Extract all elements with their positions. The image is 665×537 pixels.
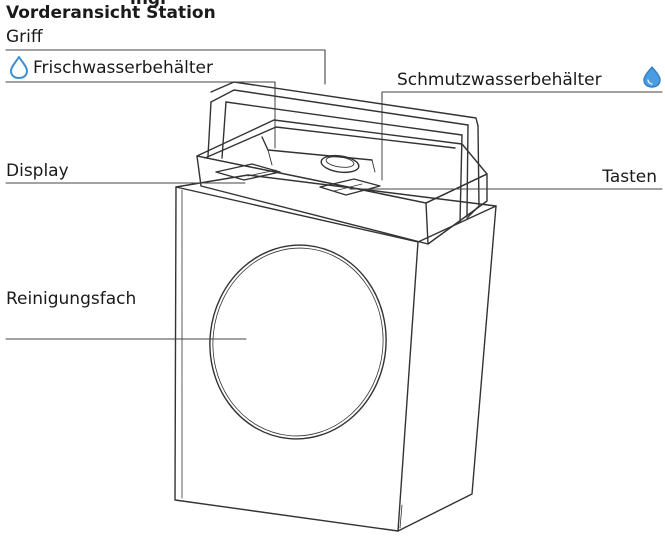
dirty-leader [381,91,663,101]
label-griff: Griff [6,27,43,47]
label-tasten: Tasten [602,167,657,187]
page-title: Vorderansicht Station [6,3,216,23]
cleaning-compartment [209,244,387,440]
leader-lines [5,49,663,340]
handle [207,81,480,223]
fresh-leader [5,81,276,101]
label-schmutzwasserbehaelter: Schmutzwasserbehälter [397,70,602,90]
water-drop-outline-icon [10,56,28,79]
button-panel [319,178,381,196]
label-reinigungsfach: Reinigungsfach [6,289,137,309]
display-panel [215,163,281,181]
griff-leader [5,49,326,85]
cropped-heading: ingr [130,0,168,9]
label-display: Display [6,161,69,181]
station-body [174,174,497,532]
label-frischwasserbehaelter: Frischwasserbehälter [33,58,213,78]
